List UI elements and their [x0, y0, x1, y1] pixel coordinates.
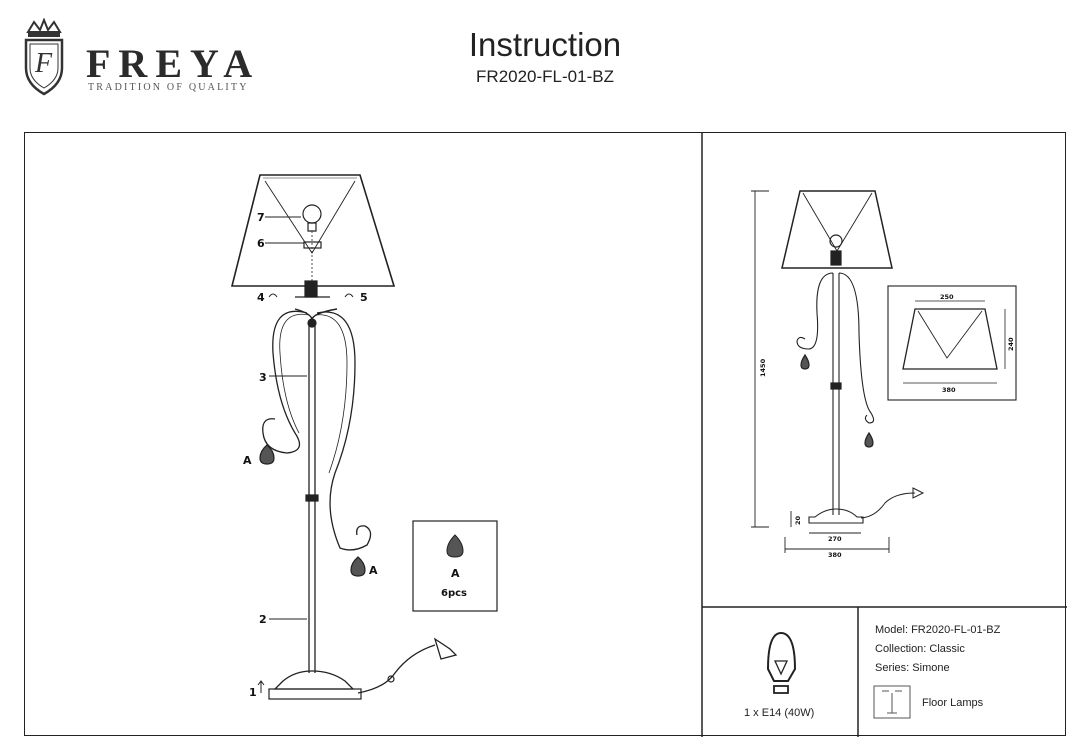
- panel-dividers: [701, 133, 1067, 737]
- logo-monogram: F: [35, 48, 53, 79]
- model-code: FR2020-FL-01-BZ: [476, 67, 614, 86]
- series-info: Series: Simone: [875, 662, 950, 674]
- part-label-2: 2: [259, 613, 267, 626]
- sheet-drawing: 7 6 4 5 3 2 1 A A A 6pcs: [230, 133, 1067, 737]
- shade-height-dimension: 240: [1007, 337, 1015, 351]
- crystal-count: 6pcs: [441, 588, 467, 599]
- shade-top-dimension: 250: [940, 293, 954, 301]
- category-info: Floor Lamps: [922, 697, 984, 709]
- instruction-sheet: 7 6 4 5 3 2 1 A A A 6pcs: [24, 132, 1067, 737]
- bulb-caption: 1 x E14 (40W): [744, 707, 815, 719]
- base-height-dimension: 20: [794, 515, 802, 525]
- part-label-1: 1: [249, 686, 257, 699]
- crown-shield-icon: [24, 18, 64, 96]
- model-info: Model: FR2020-FL-01-BZ: [875, 624, 1001, 636]
- part-label-4: 4: [257, 291, 265, 304]
- crystal-icon: [446, 534, 464, 558]
- part-label-7: 7: [257, 211, 265, 224]
- power-cable: [357, 644, 436, 694]
- page-title: Instruction: [468, 26, 622, 63]
- part-label-5: 5: [360, 291, 368, 304]
- left-arm: [262, 310, 308, 454]
- crystal-box: A 6pcs: [412, 520, 498, 612]
- crystal-right: [350, 556, 366, 577]
- base-width-dimension: 270: [828, 535, 842, 543]
- base-part: [273, 670, 355, 690]
- crystal-label-right: A: [369, 564, 378, 577]
- crystal-left: [259, 444, 275, 465]
- crystal-label-left: A: [243, 454, 252, 467]
- overall-width-dimension: 380: [828, 551, 842, 559]
- power-plug: [433, 637, 458, 660]
- brand-tagline: TRADITION OF QUALITY: [88, 82, 249, 93]
- height-dimension: 1450: [759, 358, 767, 377]
- bulb-part: [302, 204, 322, 232]
- part-label-3: 3: [259, 371, 267, 384]
- dimension-labels: 1450 20 270 380 250 380 240: [759, 293, 1015, 559]
- lamp-shade: [230, 174, 396, 287]
- dimension-drawing: [751, 190, 1017, 553]
- part-label-6: 6: [257, 237, 265, 250]
- shade-bottom-dimension: 380: [942, 386, 956, 394]
- brand-logo: F FREYA TRADITION OF QUALITY: [20, 18, 260, 102]
- assembly-drawing: [230, 174, 458, 700]
- brand-name: FREYA: [86, 41, 261, 86]
- part-labels: 7 6 4 5 3 2 1 A A: [243, 211, 378, 699]
- socket-part: [303, 241, 322, 249]
- collection-info: Collection: Classic: [875, 643, 965, 655]
- right-arm: [316, 311, 372, 551]
- shade-dimension-box: [887, 285, 1017, 401]
- lightbulb-icon: [766, 631, 797, 694]
- crystal-box-label: A: [451, 567, 460, 580]
- floor-lamp-icon: [873, 685, 911, 719]
